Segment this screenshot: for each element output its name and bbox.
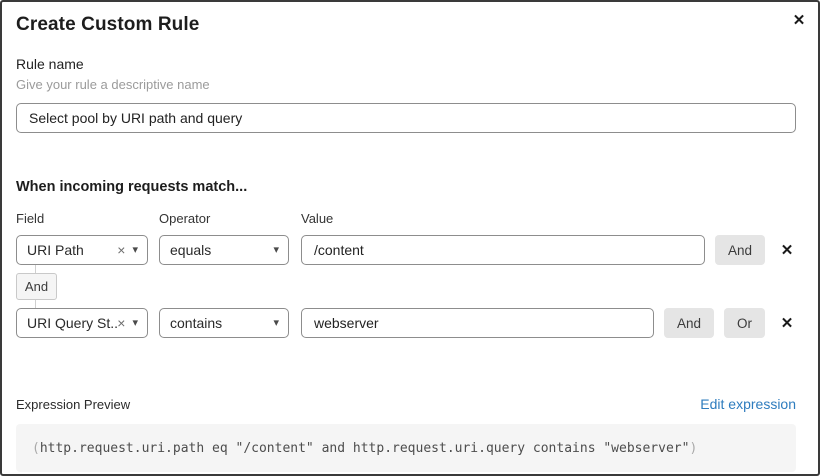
add-or-condition-button[interactable]: Or [724, 308, 765, 338]
expression-body: http.request.uri.path eq "/content" and … [39, 440, 690, 456]
field-select[interactable]: URI Path × ▾ [16, 235, 148, 265]
condition-row: URI Path × ▾ equals ▾ And ✕ [16, 235, 796, 265]
rule-name-label: Rule name [16, 56, 84, 72]
delete-row-icon[interactable]: ✕ [778, 314, 796, 332]
value-input[interactable] [301, 308, 654, 338]
match-section-heading: When incoming requests match... [16, 179, 248, 195]
connector-line [35, 265, 36, 273]
field-select[interactable]: URI Query St... × ▾ [16, 308, 148, 338]
expression-open-paren: ( [32, 440, 40, 456]
chevron-down-icon: ▾ [132, 316, 138, 329]
expression-preview-label: Expression Preview [16, 397, 131, 412]
chevron-down-icon: ▾ [273, 243, 279, 256]
expression-close-paren: ) [689, 440, 698, 456]
value-input[interactable] [301, 235, 705, 265]
condition-row: URI Query St... × ▾ contains ▾ And Or ✕ [16, 308, 796, 338]
operator-select-value: equals [170, 242, 212, 258]
add-and-condition-button[interactable]: And [663, 308, 714, 338]
clear-selection-icon[interactable]: × [117, 242, 126, 258]
operator-select[interactable]: contains ▾ [159, 308, 289, 338]
field-select-value: URI Path [27, 242, 84, 258]
edit-expression-link[interactable]: Edit expression [700, 396, 796, 412]
value-column-label: Value [301, 211, 334, 226]
add-and-condition-button[interactable]: And [714, 235, 765, 265]
chevron-down-icon: ▾ [273, 316, 279, 329]
operator-column-label: Operator [159, 211, 211, 226]
field-select-value: URI Query St... [27, 315, 118, 331]
operator-select[interactable]: equals ▾ [159, 235, 289, 265]
column-labels: Field Operator Value [16, 211, 796, 226]
operator-select-value: contains [170, 315, 223, 331]
expression-preview-code: (http.request.uri.path eq "/content" and… [16, 424, 796, 472]
rule-name-input[interactable] [16, 103, 796, 133]
delete-row-icon[interactable]: ✕ [778, 241, 796, 259]
logic-connector: And [16, 265, 796, 308]
rule-name-hint: Give your rule a descriptive name [16, 77, 210, 92]
and-connector-badge: And [16, 273, 57, 300]
dialog-title: Create Custom Rule [16, 14, 200, 35]
chevron-down-icon: ▾ [132, 243, 138, 256]
connector-line [35, 300, 36, 308]
clear-selection-icon[interactable]: × [117, 315, 126, 331]
field-column-label: Field [16, 211, 45, 226]
close-icon[interactable]: ✕ [788, 9, 810, 31]
